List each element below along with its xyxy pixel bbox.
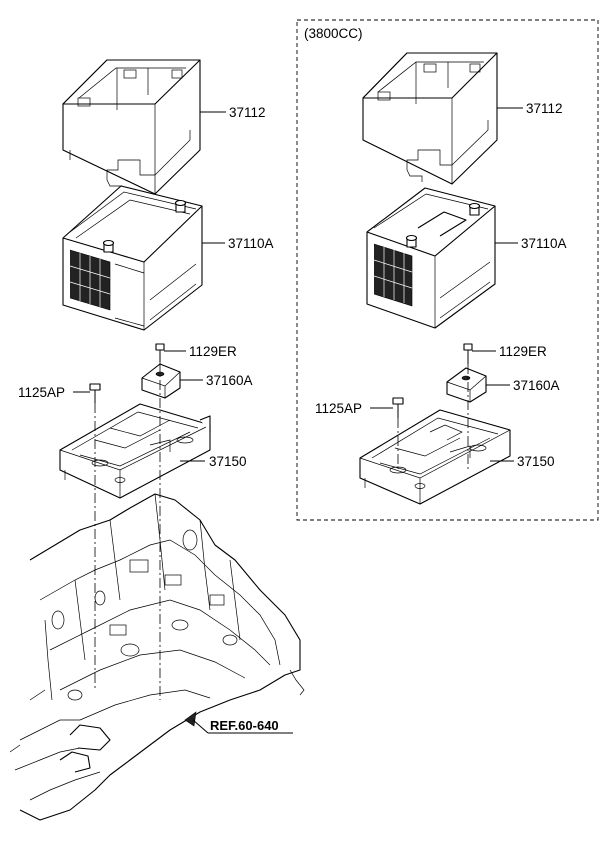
left-tray-bolt [89, 383, 101, 403]
left-clamp-bolt-part-number: 1129ER [189, 344, 237, 359]
left-battery [62, 185, 203, 331]
right-tray-bolt-part-number: 1125AP [315, 401, 362, 416]
left-battery-cover [62, 59, 201, 195]
right-battery-cover [362, 52, 498, 185]
left-clamp [141, 363, 181, 399]
right-clamp-bolt [463, 343, 473, 364]
right-battery-part-number: 37110A [521, 236, 567, 251]
left-battery-part-number: 37110A [228, 236, 274, 251]
right-clamp-part-number: 37160A [513, 378, 560, 393]
left-cover-part-number: 37112 [229, 105, 266, 120]
right-tray-bolt [392, 397, 404, 418]
vehicle-body-floor [9, 493, 305, 821]
right-clamp [446, 367, 487, 403]
variant-group-box [296, 19, 599, 521]
right-tray-part-number: 37150 [517, 454, 555, 469]
right-clamp-bolt-part-number: 1129ER [499, 344, 547, 359]
right-cover-part-number: 37112 [526, 101, 563, 116]
reference-label: REF.60-640 [210, 718, 279, 733]
right-battery [366, 187, 496, 329]
left-clamp-bolt [155, 343, 165, 362]
variant-label: (3800CC) [304, 26, 363, 41]
right-battery-tray [359, 409, 511, 505]
left-tray-part-number: 37150 [209, 454, 247, 469]
left-tray-bolt-part-number: 1125AP [18, 385, 65, 400]
left-battery-tray [59, 403, 211, 499]
reference-arrow [184, 711, 197, 727]
left-clamp-part-number: 37160A [206, 373, 253, 388]
